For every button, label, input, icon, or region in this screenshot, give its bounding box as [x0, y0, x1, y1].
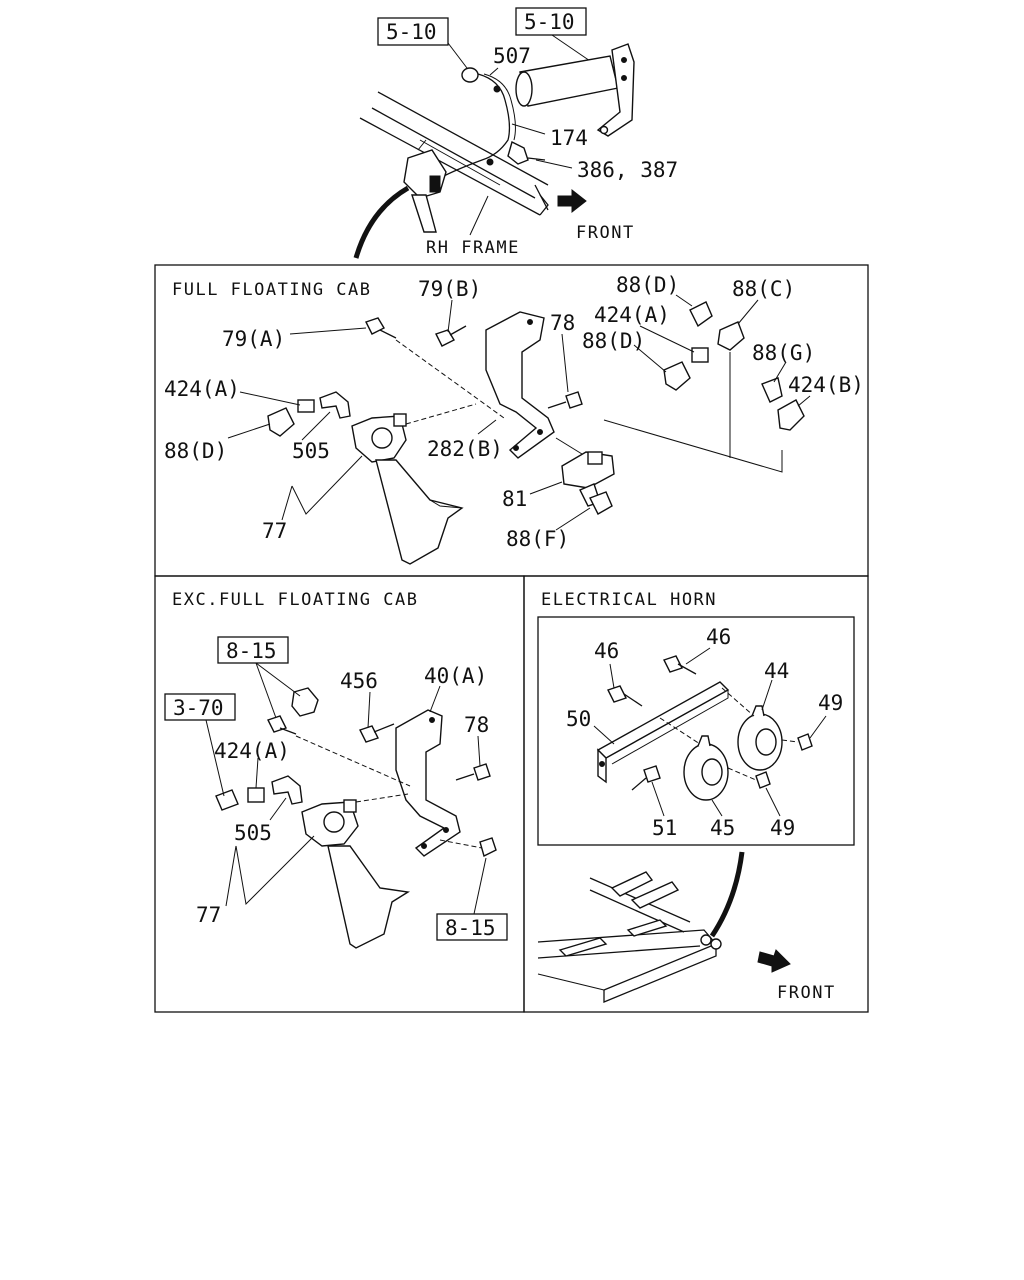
fitting-88d-left — [267, 407, 295, 437]
callout-49-bottom: 49 — [770, 816, 795, 840]
top-overview: 5-10 5-10 — [353, 7, 678, 259]
front-arrow-icon — [557, 188, 587, 214]
callout-88d-mid: 88(D) — [582, 329, 645, 353]
ref-box-5-10-right[interactable]: 5-10 — [515, 7, 587, 36]
ref-label: 5-10 — [524, 10, 575, 34]
callout-77: 77 — [196, 903, 221, 927]
panel-title: EXC.FULL FLOATING CAB — [172, 590, 418, 610]
rh-frame-illustration — [359, 43, 635, 216]
bracket-40a — [395, 709, 461, 857]
callout-46-right: 46 — [706, 625, 731, 649]
ref-box-8-15-top[interactable]: 8-15 — [217, 636, 289, 664]
callout-424b: 424(B) — [788, 373, 864, 397]
callout-45: 45 — [710, 816, 735, 840]
detail-pointer-arrow — [709, 851, 745, 938]
ref-label: 5-10 — [386, 20, 437, 44]
air-horn-77 — [351, 413, 464, 565]
panel-title: ELECTRICAL HORN — [541, 590, 717, 610]
panel-full-floating-cab: FULL FLOATING CAB — [154, 264, 869, 577]
bolt-46-right — [663, 655, 697, 675]
ref-label: 8-15 — [445, 916, 496, 940]
callout-79b: 79(B) — [418, 277, 481, 301]
fitting-88f — [589, 491, 613, 515]
front-label: FRONT — [777, 983, 836, 1003]
panel-title: FULL FLOATING CAB — [172, 280, 372, 300]
callout-456: 456 — [340, 669, 378, 693]
ref-box-8-15-bottom[interactable]: 8-15 — [436, 913, 508, 941]
callout-51: 51 — [652, 816, 677, 840]
fitting-88c — [717, 321, 745, 351]
callout-88d-left: 88(D) — [164, 439, 227, 463]
front-arrow-icon — [757, 949, 791, 973]
fitting-3-70 — [215, 789, 239, 811]
bolt-46-left — [607, 685, 643, 707]
chassis-frame-illustration — [537, 871, 722, 1003]
fitting-424a-left — [297, 399, 315, 413]
callout-424a-top: 424(A) — [594, 303, 670, 327]
bolt-79a — [365, 317, 397, 339]
callout-88g: 88(G) — [752, 341, 815, 365]
nut — [479, 837, 497, 858]
callout-507: 507 — [493, 44, 531, 68]
callout-424a: 424(A) — [214, 739, 290, 763]
callout-77: 77 — [262, 519, 287, 543]
bolt-456 — [359, 723, 395, 743]
callout-88f: 88(F) — [506, 527, 569, 551]
nut-49-top — [797, 733, 813, 751]
electric-horn-44 — [737, 705, 783, 771]
panel-exc-full-floating-cab: EXC.FULL FLOATING CAB 8-15 3-70 8-15 — [154, 575, 525, 1013]
detail-pointer-arrow — [353, 185, 410, 259]
air-horn-77 — [301, 799, 410, 949]
callout-49-top: 49 — [818, 691, 843, 715]
bolt-79b — [435, 325, 467, 347]
callout-424a-left: 424(A) — [164, 377, 240, 401]
elbow-505 — [271, 775, 303, 805]
nut-49-bottom — [755, 771, 771, 789]
fitting-88d-mid — [663, 361, 691, 391]
electric-horn-45 — [683, 735, 729, 801]
callout-78: 78 — [550, 311, 575, 335]
fitting-424a — [247, 787, 265, 803]
bracket-282b — [485, 311, 555, 459]
fitting-88d-top — [689, 301, 713, 328]
callout-50: 50 — [566, 707, 591, 731]
callout-79a: 79(A) — [222, 327, 285, 351]
fitting-424a-top — [691, 347, 709, 363]
callout-88c: 88(C) — [732, 277, 795, 301]
front-label: FRONT — [576, 223, 635, 243]
callout-46-left: 46 — [594, 639, 619, 663]
air-horn-on-frame — [403, 139, 447, 233]
panel-electrical-horn: ELECTRICAL HORN — [523, 575, 869, 1013]
callout-88d-top: 88(D) — [616, 273, 679, 297]
callout-44: 44 — [764, 659, 789, 683]
callout-40a: 40(A) — [424, 664, 487, 688]
rh-frame-label: RH FRAME — [426, 238, 520, 258]
fitting-424b — [777, 399, 805, 431]
bolt-51 — [631, 765, 661, 791]
ref-box-5-10-left[interactable]: 5-10 — [377, 17, 449, 46]
clamp-clip — [267, 687, 319, 735]
callout-174: 174 — [550, 126, 588, 150]
callout-505: 505 — [234, 821, 272, 845]
fitting-88g — [761, 377, 783, 403]
callout-81: 81 — [502, 487, 527, 511]
ref-label: 8-15 — [226, 639, 277, 663]
callout-505: 505 — [292, 439, 330, 463]
callout-282b: 282(B) — [427, 437, 503, 461]
ref-box-3-70[interactable]: 3-70 — [164, 693, 236, 721]
callout-386-387: 386, 387 — [577, 158, 678, 182]
bolt-78 — [455, 763, 491, 781]
bolt-78 — [547, 391, 583, 409]
air-hose-illustration — [439, 67, 546, 179]
elbow-505 — [319, 391, 351, 419]
callout-78: 78 — [464, 713, 489, 737]
ref-label: 3-70 — [173, 696, 224, 720]
